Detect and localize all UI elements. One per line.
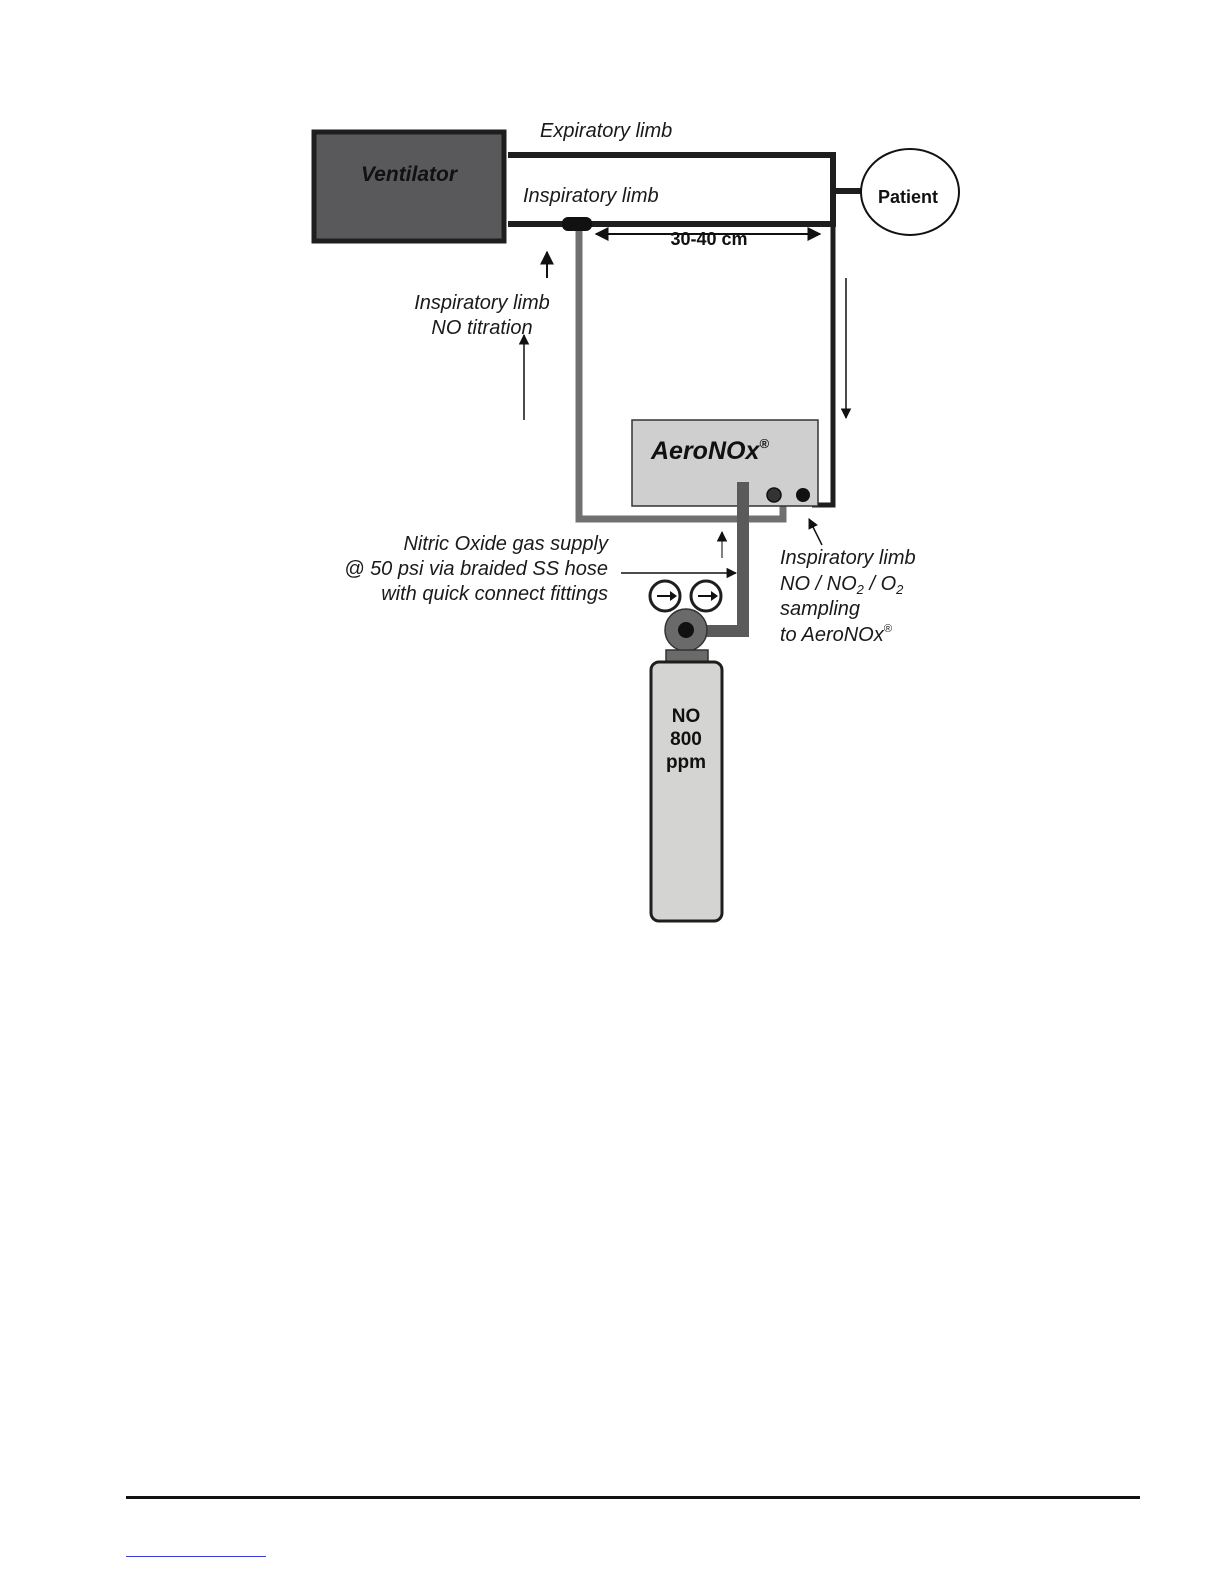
sampling-label-line1: Inspiratory limb [780,547,916,569]
expiratory-limb-label: Expiratory limb [540,120,672,142]
titration-label-line2: NO titration [431,317,532,339]
ventilator-label: Ventilator [361,163,459,186]
footer-link-underline[interactable] [126,1556,266,1557]
supply-label-line3: with quick connect fittings [381,583,608,605]
aeronox-registered-mark: ® [759,436,769,451]
ventilator-box [314,132,504,241]
distance-label: 30-40 cm [670,229,747,249]
pressure-gauge-icon [691,581,721,611]
patient-label: Patient [878,187,938,207]
inspiratory-limb-label: Inspiratory limb [523,185,659,207]
injector-fitting [562,217,592,231]
titration-label-line1: Inspiratory limb [414,292,550,314]
sampling-target: to AeroNOx [780,624,885,646]
regulator-icon [665,609,708,664]
sampling-registered-mark: ® [884,623,893,635]
cylinder-label-line2: 800 [670,729,702,750]
sampling-gas-sub2: 2 [895,582,904,597]
sampling-pointer-arrow-icon [809,519,822,545]
aeronox-label: AeroNOx® [650,436,769,465]
supply-label-line1: Nitric Oxide gas supply [403,533,609,555]
aeronox-port-right [796,488,810,502]
footer-rule [126,1496,1140,1499]
aeronox-port-left [767,488,781,502]
cylinder-label-line3: ppm [666,752,706,773]
sampling-label-line4: to AeroNOx® [780,623,893,646]
cylinder-label-line1: NO [672,706,701,727]
pressure-gauge-icon [650,581,680,611]
sampling-label-line2: NO / NO2 / O2 [780,573,904,597]
sampling-gas-a: NO / NO [780,573,857,595]
no-cylinder [651,662,722,921]
sampling-gas-b: / O [864,573,896,595]
supply-label-line2: @ 50 psi via braided SS hose [344,558,608,580]
sampling-label-line3: sampling [780,598,860,620]
aeronox-name: AeroNOx [650,437,760,465]
